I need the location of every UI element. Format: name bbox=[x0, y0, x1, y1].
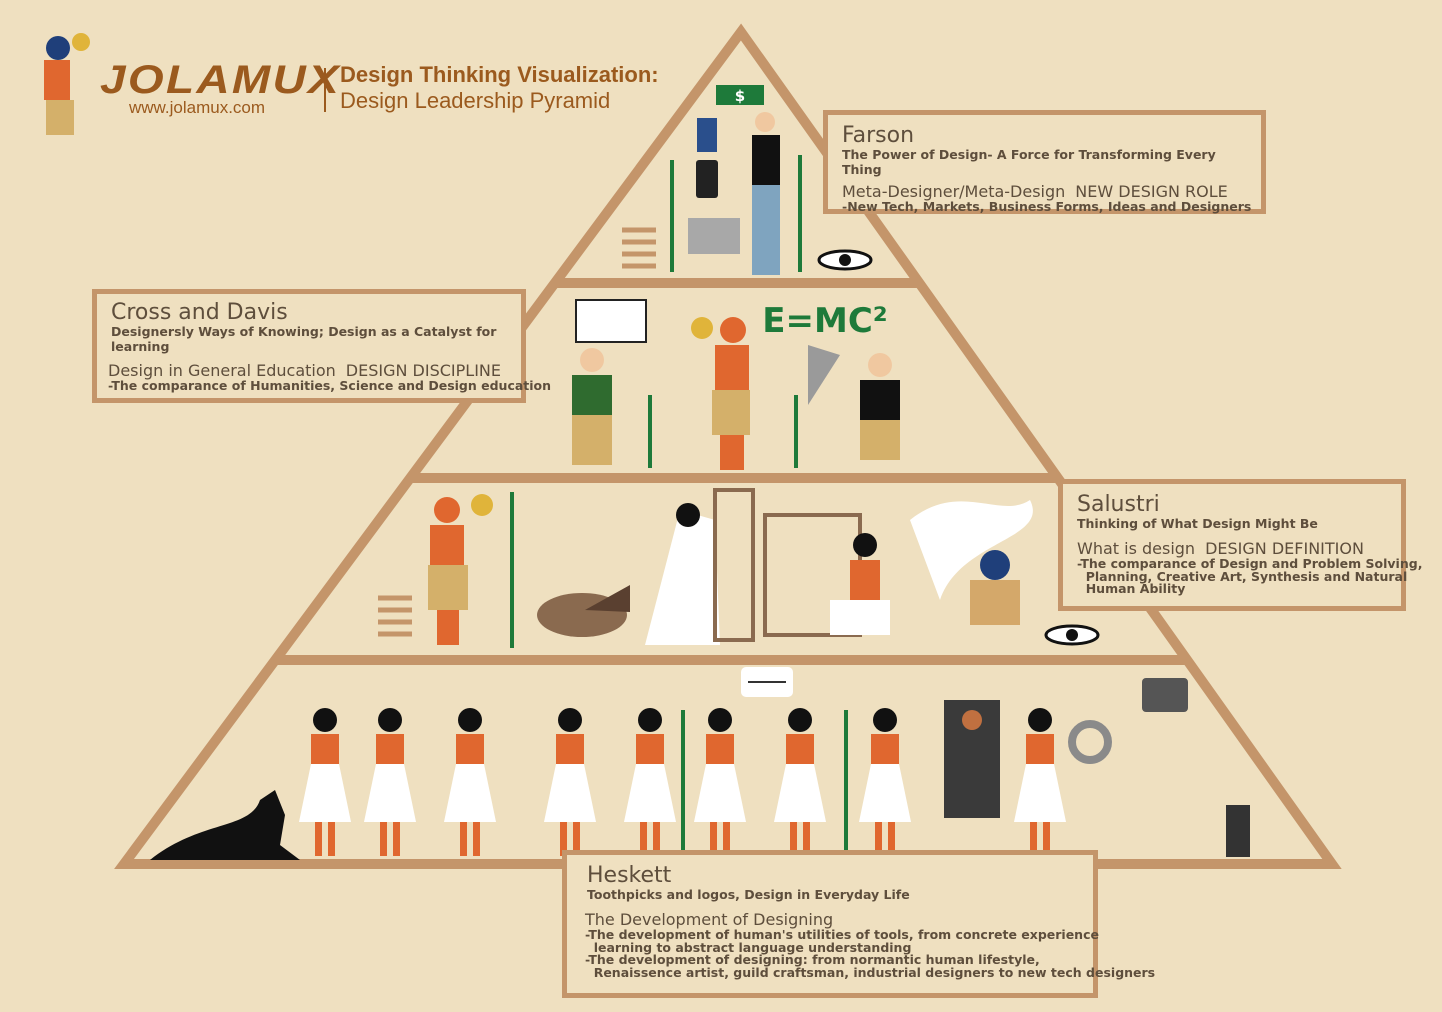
logo-pharaoh-figure bbox=[44, 33, 90, 135]
author-name: Heskett bbox=[587, 863, 672, 888]
person-figure bbox=[572, 348, 612, 465]
worker-figure bbox=[774, 708, 826, 856]
level-box-farson: Farson The Power of Design- A Force for … bbox=[823, 110, 1266, 214]
description: -New Tech, Markets, Business Forms, Idea… bbox=[842, 199, 1252, 215]
role-label: DESIGN DEFINITION bbox=[1205, 538, 1364, 558]
dollar-bill-icon bbox=[716, 85, 764, 105]
eye-icon bbox=[817, 249, 873, 271]
monitor-icon bbox=[1142, 678, 1188, 712]
laptop-icon bbox=[688, 218, 740, 254]
description: -The development of human's utilities of… bbox=[585, 927, 1156, 980]
topic: What is design bbox=[1077, 538, 1196, 558]
worker-figure bbox=[544, 708, 596, 856]
role-label: NEW DESIGN ROLE bbox=[1075, 182, 1228, 202]
worker-figure bbox=[859, 708, 911, 856]
formula-text: E=MC² bbox=[762, 301, 887, 341]
book-title: Designersly Ways of Knowing; Design as a… bbox=[111, 324, 497, 354]
page-title: Design Thinking Visualization: bbox=[340, 62, 659, 87]
set-square-icon bbox=[808, 345, 840, 405]
book-title: The Power of Design- A Force for Transfo… bbox=[842, 147, 1216, 177]
author-name: Cross and Davis bbox=[111, 300, 288, 325]
gear-icon bbox=[1068, 720, 1112, 764]
weaver-figure bbox=[830, 533, 890, 635]
worker-figure bbox=[1014, 708, 1066, 856]
book-title: Thinking of What Design Might Be bbox=[1077, 516, 1318, 532]
worker-figure bbox=[694, 708, 746, 856]
topic: The Development of Designing bbox=[585, 909, 834, 929]
book-title: Toothpicks and logos, Design in Everyday… bbox=[587, 887, 910, 903]
dollar-sign: $ bbox=[735, 87, 745, 105]
role-label: DESIGN DISCIPLINE bbox=[345, 361, 501, 381]
description: -The comparance of Humanities, Science a… bbox=[108, 378, 552, 394]
brand-logo: JOLAMUX bbox=[100, 58, 342, 102]
level-box-heskett: Heskett Toothpicks and logos, Design in … bbox=[562, 850, 1156, 998]
lightbulb-icon bbox=[691, 317, 713, 339]
worker-figure bbox=[624, 708, 676, 856]
description: -The comparance of Design and Problem So… bbox=[1077, 556, 1423, 597]
harpist-figure bbox=[645, 503, 720, 645]
person-figure bbox=[752, 112, 780, 275]
worker-figures bbox=[299, 708, 1066, 856]
person-figure bbox=[860, 353, 900, 460]
topic: Meta-Designer/Meta-Design bbox=[842, 182, 1066, 202]
mona-lisa-figure bbox=[944, 700, 1000, 818]
ipod-icon bbox=[697, 118, 717, 152]
smoke-decoration bbox=[910, 500, 1033, 600]
speech-bubble-icon bbox=[741, 667, 793, 697]
hieroglyph-lines bbox=[378, 595, 412, 637]
worker-figure bbox=[444, 708, 496, 856]
pharaoh-figure bbox=[712, 317, 750, 470]
hieroglyph-lines bbox=[622, 227, 656, 269]
horus-figure bbox=[970, 550, 1020, 625]
topic: Design in General Education bbox=[108, 361, 336, 381]
author-name: Salustri bbox=[1077, 492, 1160, 517]
anubis-jackal-icon bbox=[150, 790, 300, 860]
eye-icon bbox=[1044, 624, 1100, 646]
page-subtitle: Design Leadership Pyramid bbox=[340, 88, 611, 113]
worker-figure bbox=[364, 708, 416, 856]
harp-icon bbox=[713, 488, 755, 642]
level-box-cross-davis: Cross and Davis Designersly Ways of Know… bbox=[92, 289, 552, 403]
author-name: Farson bbox=[842, 123, 915, 148]
header-divider bbox=[324, 68, 326, 112]
sundial-icon bbox=[537, 585, 630, 637]
phone-icon bbox=[696, 160, 718, 198]
lightbulb-icon bbox=[471, 494, 493, 516]
book-icon bbox=[575, 299, 647, 343]
level-box-salustri: Salustri Thinking of What Design Might B… bbox=[1058, 479, 1423, 611]
brand-url[interactable]: www.jolamux.com bbox=[129, 98, 266, 117]
computer-tower-icon bbox=[1226, 805, 1250, 857]
pharaoh-figure bbox=[428, 497, 468, 645]
worker-figure bbox=[299, 708, 351, 856]
